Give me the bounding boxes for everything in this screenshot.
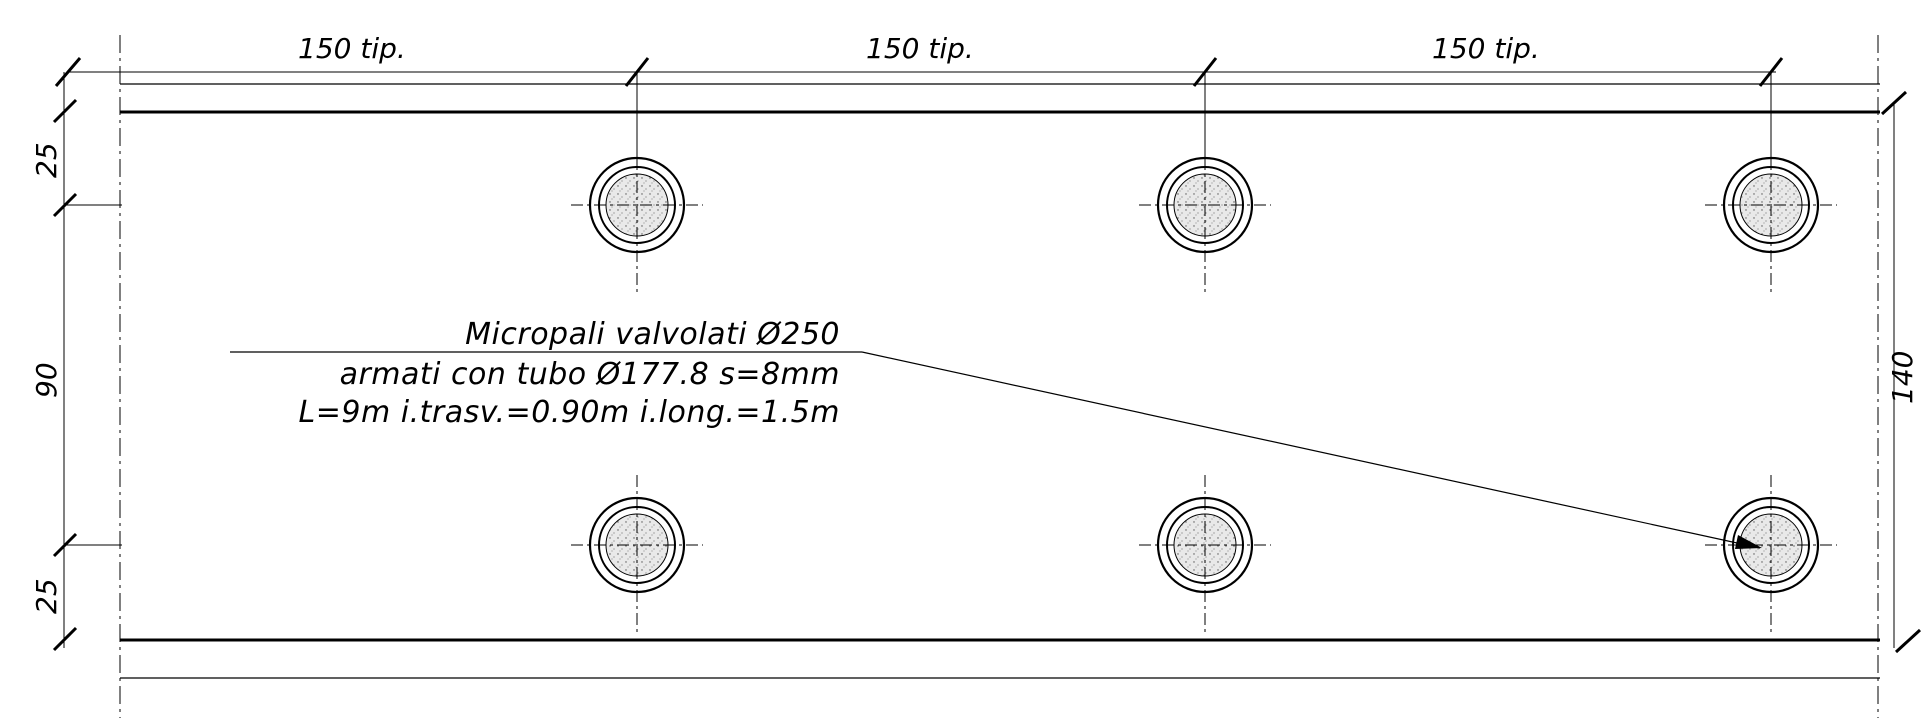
- top-dimension-chain: [54, 57, 1784, 162]
- annotation-line-1: Micropali valvolati Ø250: [465, 317, 840, 352]
- top-dim-label-3: 150 tip.: [1432, 32, 1540, 65]
- top-dim-label-2: 150 tip.: [866, 32, 974, 65]
- left-dim-label-3: 25: [30, 578, 63, 614]
- annotation-leader: [230, 351, 1762, 549]
- top-dim-label-1: 150 tip.: [298, 32, 406, 65]
- right-dimension: [1880, 90, 1922, 654]
- beam-outline: [120, 83, 1880, 679]
- end-axes: [119, 35, 1879, 718]
- right-tick-top: [1880, 90, 1908, 116]
- annotation-line-2: armati con tubo Ø177.8 s=8mm: [340, 357, 840, 392]
- pile-2-3: [1705, 475, 1837, 635]
- left-tick-0: [52, 98, 78, 124]
- left-dimension-chain: [52, 72, 122, 652]
- leader-arrowhead: [1735, 535, 1762, 549]
- annotation-line-3: L=9m i.trasv.=0.90m i.long.=1.5m: [299, 395, 840, 430]
- right-tick-bottom: [1894, 628, 1922, 654]
- pile-group: [571, 135, 1837, 635]
- pile-2-1: [571, 475, 703, 635]
- left-dim-label-2: 90: [30, 362, 63, 398]
- pile-2-2: [1139, 475, 1271, 635]
- left-tick-3: [52, 626, 78, 652]
- pile-1-2: [1139, 135, 1271, 295]
- right-dim-label: 140: [1886, 351, 1919, 404]
- pile-1-1: [571, 135, 703, 295]
- leader-line: [861, 351, 1761, 549]
- top-tick-0: [54, 57, 82, 87]
- left-dim-label-1: 25: [30, 142, 63, 178]
- pile-1-3: [1705, 135, 1837, 295]
